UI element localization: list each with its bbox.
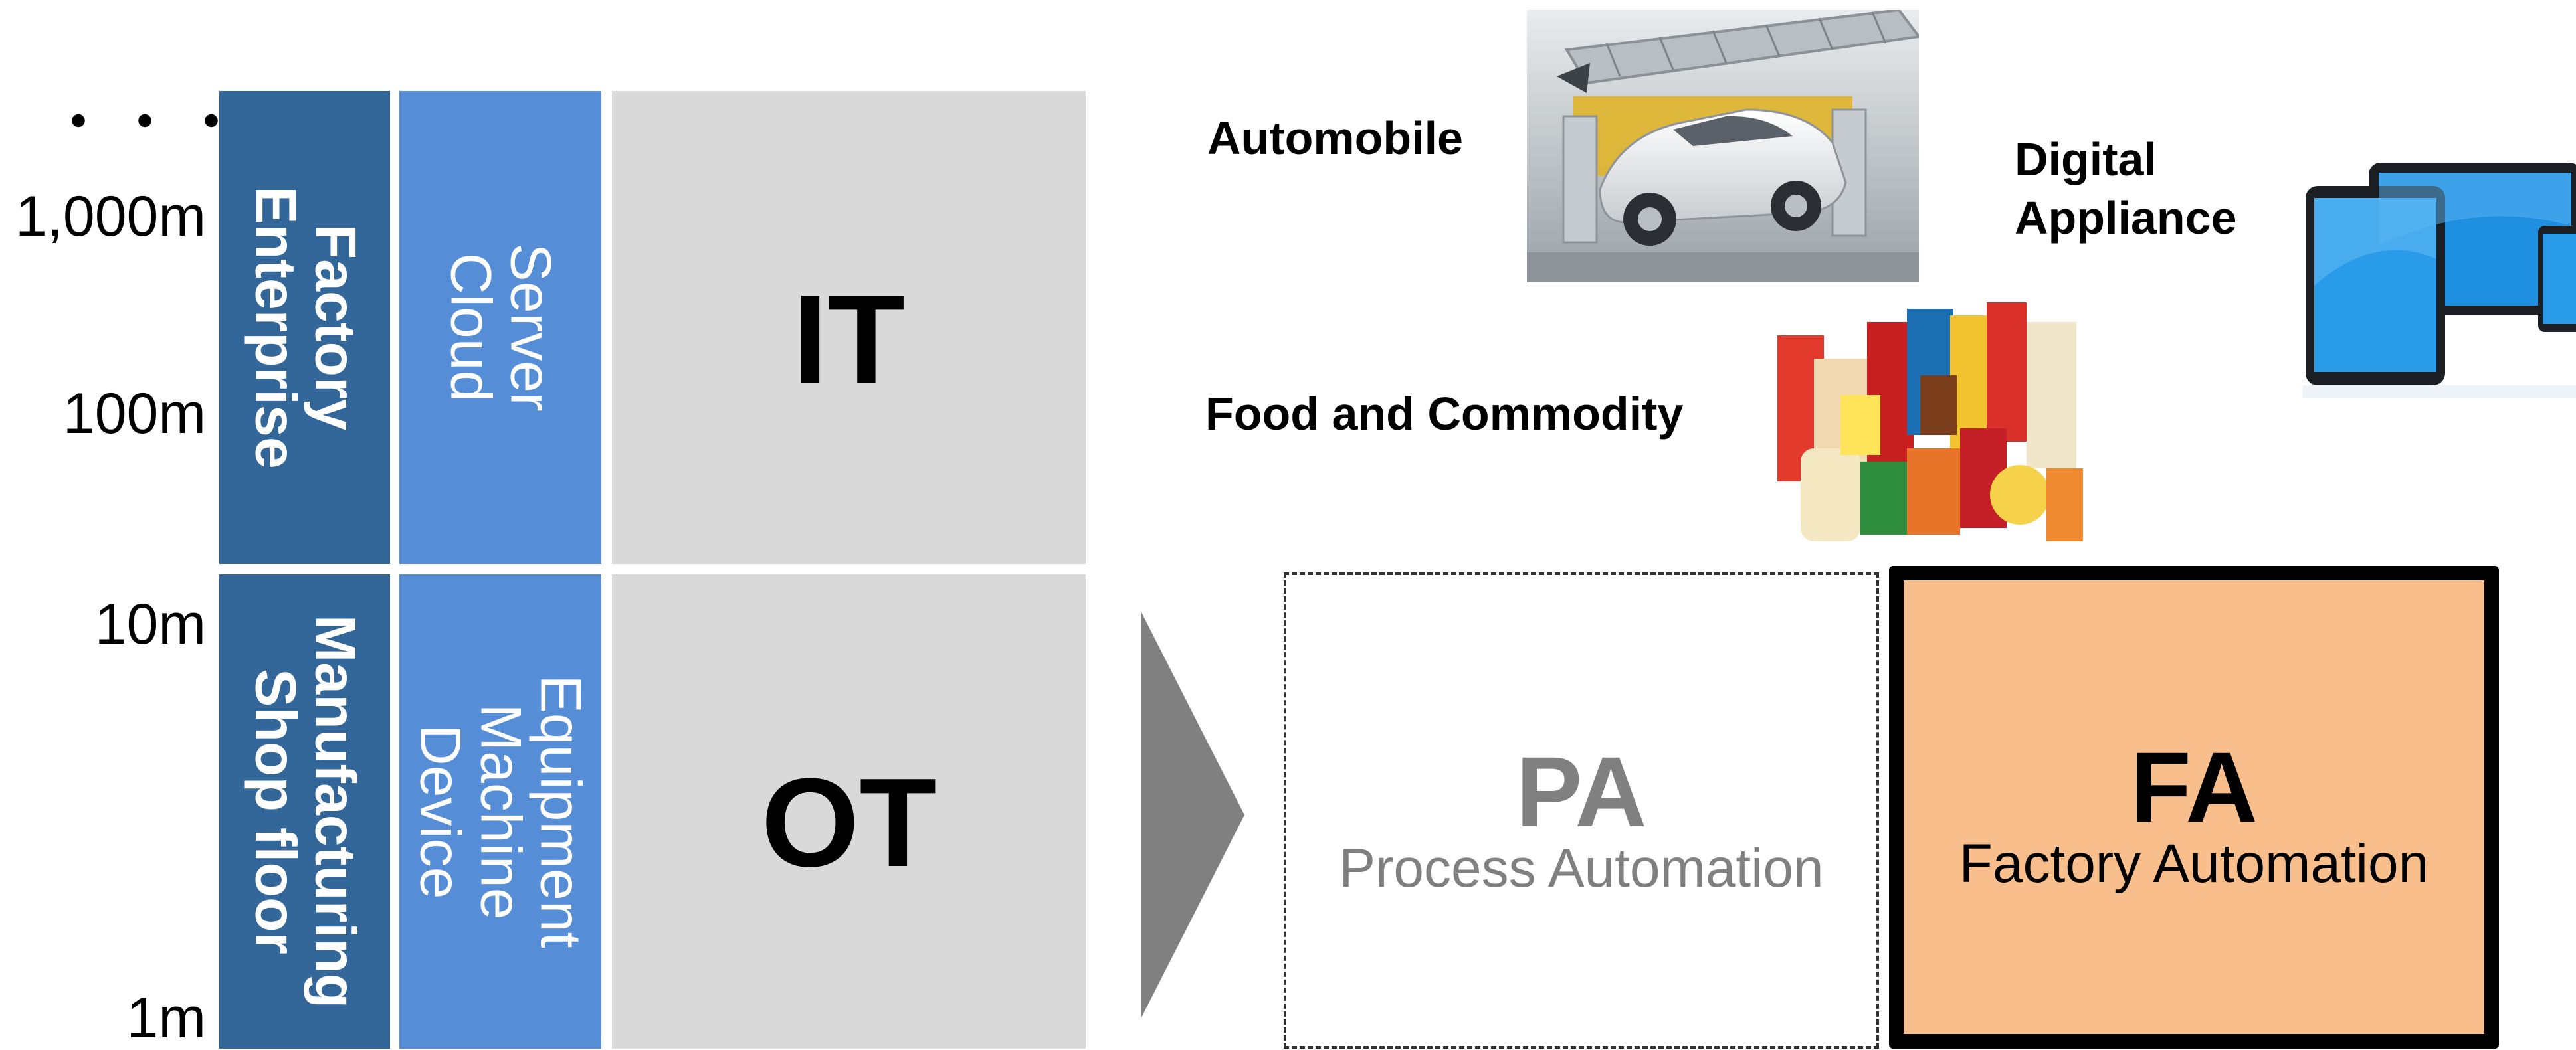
pa-subtitle: Process Automation [1339,838,1824,899]
scale-label-1000m: 1,000m [15,185,206,248]
fa-subtitle: Factory Automation [1959,833,2429,894]
pa-title: PA [1516,736,1647,847]
it-label: IT [793,269,905,410]
ot-label: OT [761,752,937,893]
scale-label-1m: 1m [126,986,206,1050]
fa-title: FA [2130,731,2258,843]
food-products-image-icon [1774,296,2090,558]
tablet-image-icon [2302,159,2576,398]
scale-ellipsis: ・・・ [52,93,251,152]
scale-label-10m: 10m [94,592,206,656]
car-image-icon [1527,10,1919,282]
process-automation-box: PA Process Automation [1284,572,1879,1049]
it-layer: IT [612,91,1086,564]
factory-automation-box: FA Factory Automation [1889,566,2499,1049]
right-arrow-icon [1141,612,1244,1017]
food-commodity-label: Food and Commodity [1205,388,1684,440]
ot-layer: OT [612,574,1086,1049]
scale-label-100m: 100m [62,382,206,446]
automobile-label: Automobile [1207,112,1463,164]
